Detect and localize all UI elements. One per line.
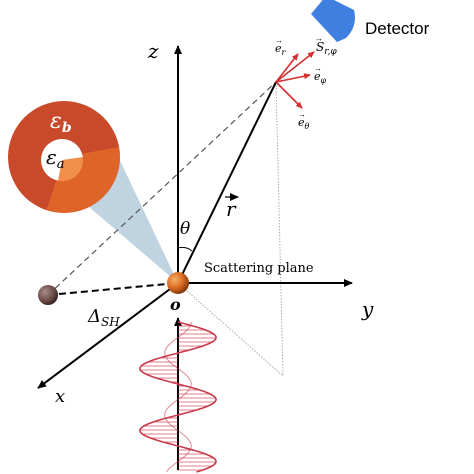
theta-label: θ [180,219,190,239]
axis-x-label: x [55,386,65,407]
e-phi-vector [275,73,311,83]
r-vector-label: r [226,197,237,221]
projection-line-diagonal [177,282,284,377]
detector-icon [311,0,355,42]
e-phi-label: eφ [314,70,327,85]
s-r-phi-label: Sr,φ [316,40,337,57]
e-r-label: er [275,42,287,57]
s-r-phi-vector [275,51,315,83]
e-theta-arrow: → [298,110,306,119]
core-overlay [58,157,84,182]
scattering-plane-label: Scattering plane [204,261,314,276]
r-vector [177,81,277,284]
detector-label: Detector [365,19,430,38]
projection-line-vertical [275,81,284,377]
incident-wave [139,321,217,473]
axis-y-label: y [361,297,374,321]
unit-vectors [275,51,315,109]
theta-arc [177,246,193,252]
eps-b-label: εb [50,109,72,136]
e-r-vector [275,53,299,83]
s-r-phi-arrow: → [315,34,323,43]
second-particle [38,285,58,305]
eps-a-label: εa [46,145,65,172]
e-theta-vector [275,81,303,109]
e-r-arrow: → [275,36,283,45]
delta-sh-line [47,282,179,296]
e-theta-label: eθ [298,116,310,131]
scattering-particle [167,272,189,294]
delta-sh-label: ΔSH [87,306,120,329]
dashed-path-line [47,81,277,296]
origin-label: o [170,295,181,314]
x-axis [37,282,179,389]
axis-z-label: z [147,39,159,63]
e-phi-arrow: → [314,64,322,73]
